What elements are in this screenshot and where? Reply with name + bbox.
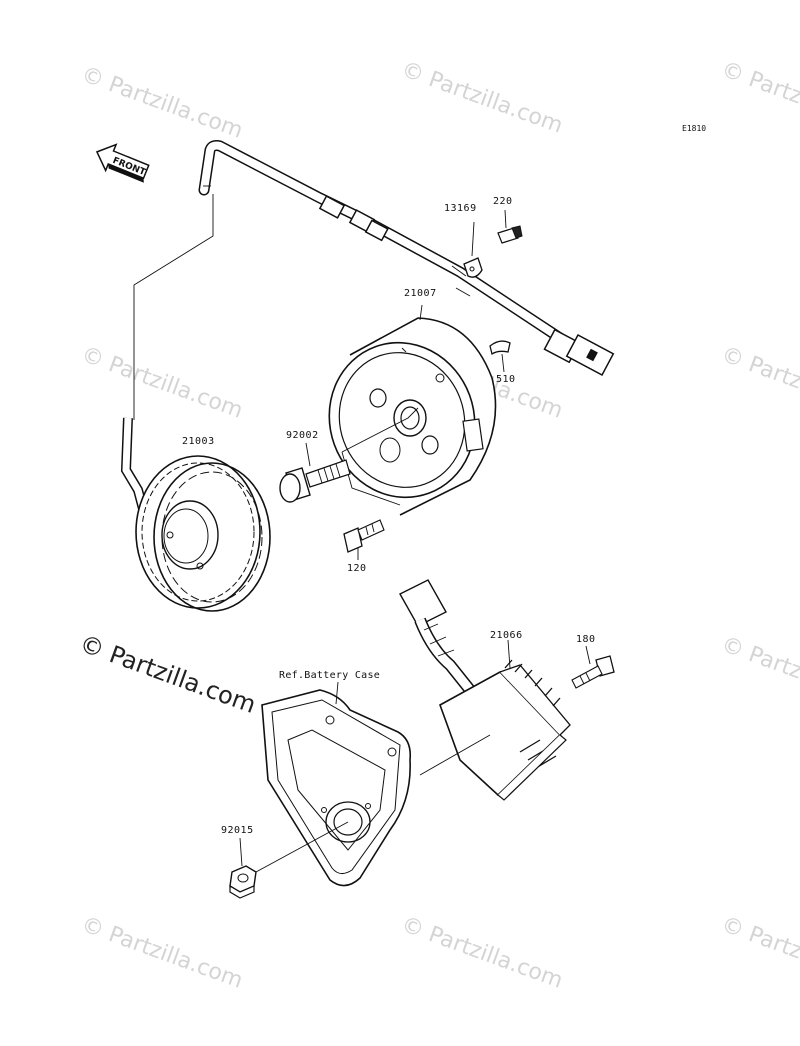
wiring-harness: [198, 140, 615, 376]
part-label-510: 510: [496, 374, 516, 385]
part-label-120: 120: [347, 563, 367, 574]
front-arrow-icon: FRONT: [95, 143, 150, 183]
watermark: © Partzilla.com: [718, 632, 800, 714]
watermark: © Partzilla.com: [398, 912, 566, 994]
stator-21003: [135, 455, 271, 612]
reference-label: Ref.Battery Case: [279, 670, 380, 681]
rotor-21007: [328, 317, 497, 516]
watermark: © Partzilla.com: [718, 342, 800, 424]
bolt-92002: [279, 459, 351, 503]
part-label-21003: 21003: [182, 436, 215, 447]
part-label-180: 180: [576, 634, 596, 645]
nut-92015: [229, 865, 257, 899]
bolt-180: [571, 655, 615, 689]
watermark: © Partzilla.com: [78, 62, 246, 144]
watermark: © Partzilla.com: [78, 912, 246, 994]
main-watermark: © Partzilla.com: [76, 629, 260, 719]
part-label-13169: 13169: [444, 203, 477, 214]
watermark: © Partzilla.com: [398, 57, 566, 139]
watermark: © Partzilla.com: [718, 57, 800, 139]
watermark: © Partzilla.com: [78, 342, 246, 424]
watermark: © Partzilla.com: [718, 912, 800, 994]
part-label-92002: 92002: [286, 430, 319, 441]
bolt-120: [343, 519, 385, 553]
part-label-220: 220: [493, 196, 513, 207]
part-label-92015: 92015: [221, 825, 254, 836]
part-label-21007: 21007: [404, 288, 437, 299]
diagram-code: E1810: [682, 124, 706, 133]
stator-leader: [133, 194, 214, 420]
regulator-21066: [439, 659, 571, 801]
part-label-21066: 21066: [490, 630, 523, 641]
